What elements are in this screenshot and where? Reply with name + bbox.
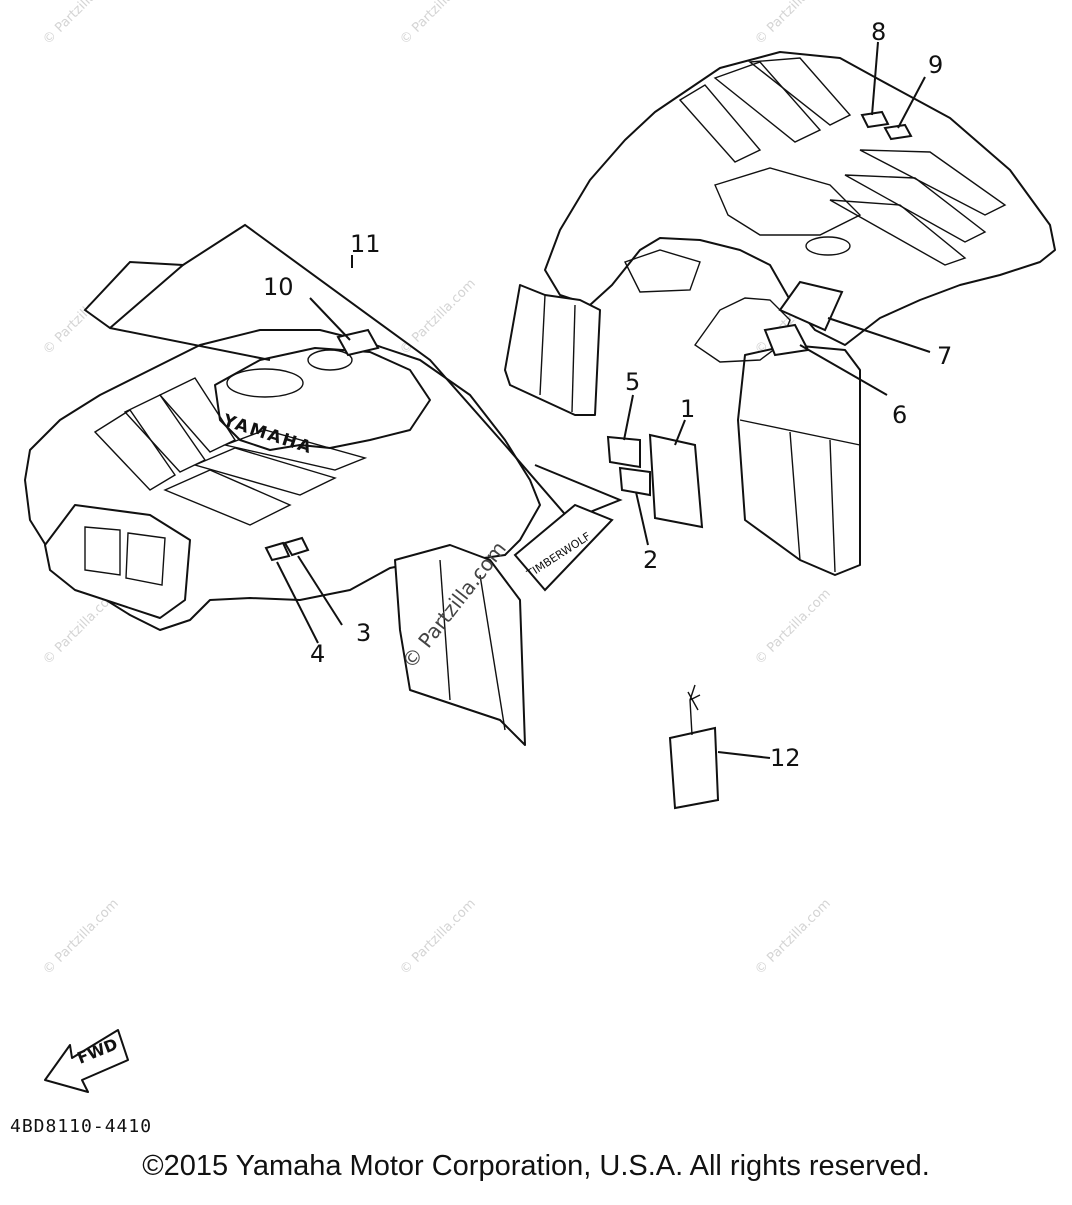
decal-1 (648, 433, 704, 529)
callout-6: 6 (892, 401, 907, 429)
callout-8: 8 (871, 18, 886, 46)
figure-code: 4BD8110-4410 (10, 1116, 153, 1137)
decal-8 (860, 110, 890, 129)
callout-4: 4 (310, 640, 325, 668)
callout-numbers: 1 2 3 4 5 6 7 8 9 10 11 12 (263, 18, 952, 772)
leader-lines (276, 41, 931, 759)
callout-9: 9 (928, 51, 943, 79)
rear-fender (504, 51, 1056, 576)
decal-11-outline (83, 260, 186, 330)
fwd-arrow-icon: FWD (44, 1029, 129, 1093)
callout-2: 2 (643, 546, 658, 574)
decal-5 (606, 435, 641, 469)
copyright-text: ©2015 Yamaha Motor Corporation, U.S.A. A… (142, 1150, 930, 1182)
decal-4 (264, 541, 291, 562)
callout-12: 12 (770, 744, 801, 772)
watermark: © Partzilla.com (40, 896, 122, 978)
hang-tag-string (687, 684, 701, 736)
decal-2 (618, 466, 651, 497)
callout-1: 1 (680, 395, 695, 423)
watermark: © Partzilla.com (752, 586, 834, 668)
decal-11-frame (109, 223, 623, 522)
callout-3: 3 (356, 619, 371, 647)
callout-5: 5 (625, 368, 640, 396)
callout-10: 10 (263, 273, 294, 301)
watermark: © Partzilla.com (752, 896, 834, 978)
decal-3 (283, 536, 310, 557)
callout-7: 7 (937, 342, 952, 370)
watermark: © Partzilla.com (40, 0, 122, 48)
callout-11: 11 (350, 230, 381, 258)
timberwolf-decal (513, 503, 614, 592)
hang-tag (668, 726, 720, 810)
watermark: © Partzilla.com (397, 896, 479, 978)
watermark: © Partzilla.com (397, 0, 479, 48)
decal-10 (336, 328, 380, 357)
watermark: © Partzilla.com (752, 0, 834, 48)
front-fender: YAMAHA (24, 329, 541, 746)
decal-7 (778, 280, 844, 332)
